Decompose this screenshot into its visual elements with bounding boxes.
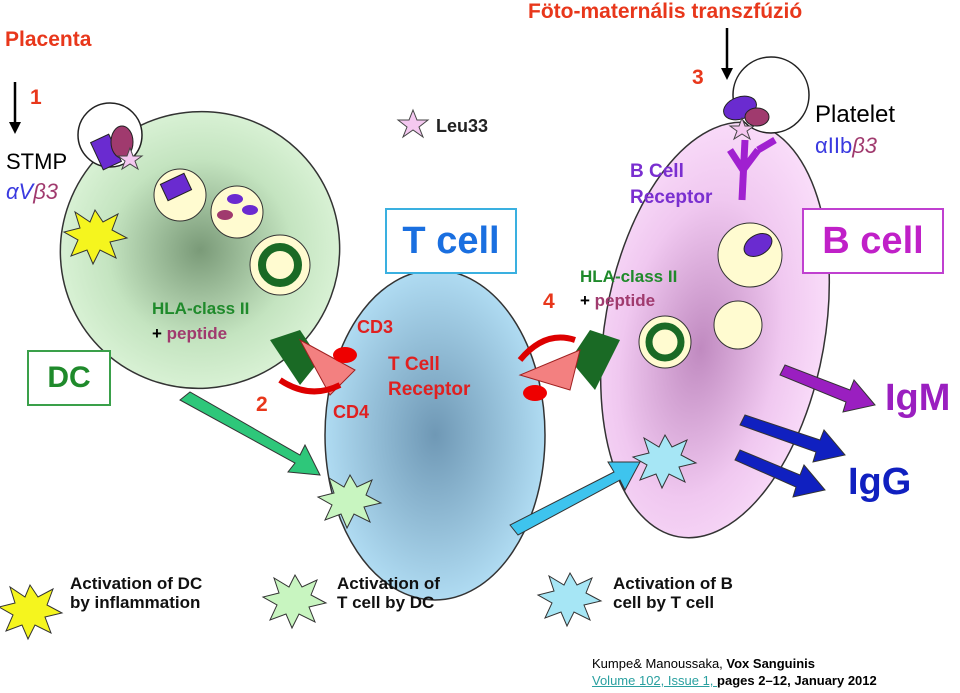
step-3: 3 (692, 66, 704, 89)
leu33-label: Leu33 (436, 116, 489, 136)
arrow-3-icon (721, 28, 733, 80)
hla-b-label: HLA-class II (580, 267, 678, 286)
b-cell-receptor-icon (727, 136, 777, 201)
step-1: 1 (30, 86, 42, 109)
synapse-dc-t (270, 330, 357, 396)
peptide-dc-label: + peptide (152, 324, 228, 343)
title-placenta: Placenta (5, 28, 92, 51)
burst-yellow-icon (62, 208, 129, 266)
legend-burst-blue-icon (536, 571, 603, 628)
synapse-t-b (517, 330, 620, 401)
arrow-igg-1-icon (739, 414, 846, 463)
citation-details: Volume 102, Issue 1, pages 2–12, January… (592, 673, 877, 688)
step-4: 4 (543, 290, 555, 313)
stmp-label: STMP (6, 149, 68, 174)
burst-blue-icon (631, 433, 698, 490)
stmp-integrin: αVβ3 (6, 179, 59, 204)
t-cell-label-box: T cell (385, 208, 517, 274)
bcr-label-1: B Cell (630, 161, 684, 182)
dc-label-box: DC (27, 350, 111, 406)
igm-label: IgM (885, 377, 951, 419)
dc-cell (59, 110, 341, 390)
leu33-star-icon (116, 146, 144, 171)
tcr-label-2: Receptor (388, 379, 471, 400)
cd3-label: CD3 (357, 317, 394, 337)
bcr-label-2: Receptor (630, 187, 713, 208)
hla-dc-label: HLA-class II (152, 299, 250, 318)
platelet-circle (732, 56, 810, 134)
platelet-label: Platelet (815, 101, 896, 128)
burst-green-icon (316, 473, 383, 530)
step-2: 2 (256, 393, 268, 416)
arrow-1-icon (9, 82, 21, 134)
arrow-igg-2-icon (734, 449, 826, 498)
platelet-integrin: αIIbβ3 (815, 133, 877, 158)
peptide-b-label: + peptide (580, 291, 656, 310)
arrow-igm-icon (779, 364, 876, 413)
title-transfusion: Föto-maternális transzfúzió (528, 0, 803, 23)
cd4-label: CD4 (333, 402, 370, 422)
b-cell-label-box: B cell (802, 208, 944, 274)
igg-label: IgG (848, 461, 912, 503)
citation-authors: Kumpe& Manoussaka, Vox Sanguinis (592, 656, 816, 671)
legend-burst-green-icon (261, 573, 328, 630)
legend-burst-yellow-icon (0, 583, 64, 641)
tcr-label-1: T Cell (388, 354, 440, 375)
arrow-t-to-b-icon (509, 461, 641, 536)
arrow-dc-to-t-icon (179, 391, 321, 476)
citation-link[interactable]: Volume 102, Issue 1, (592, 673, 718, 688)
